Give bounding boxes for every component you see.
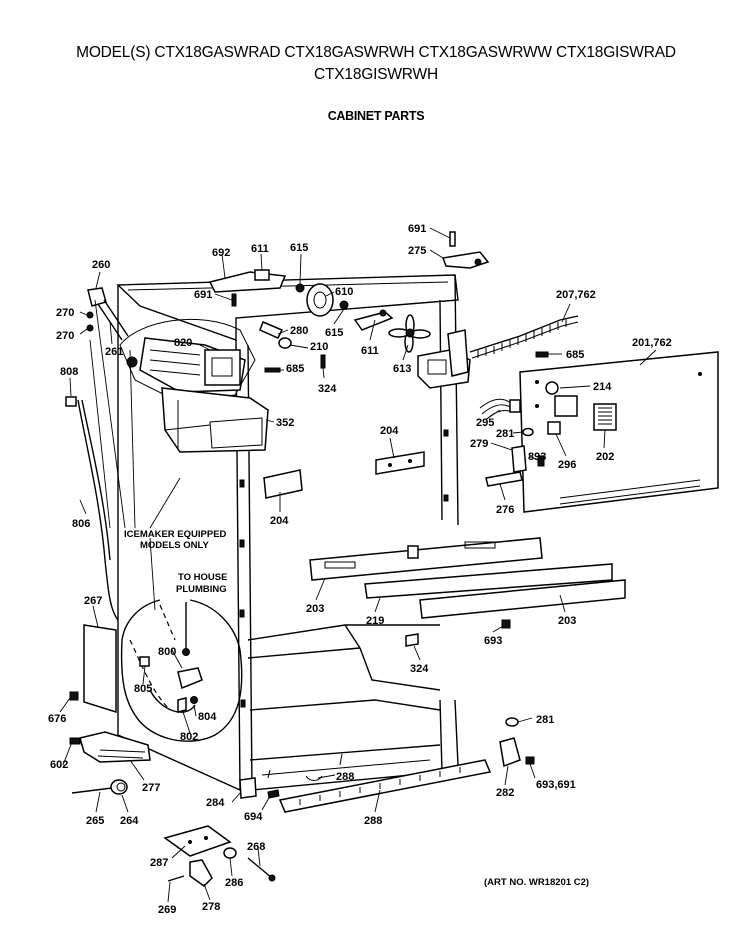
callout-203-right: 203 <box>558 615 576 627</box>
page-title: CABINET PARTS <box>327 109 425 123</box>
callout-691: 691 <box>408 223 426 235</box>
callout-207-762: 207,762 <box>556 289 596 301</box>
callout-287: 287 <box>150 857 168 869</box>
callout-278: 278 <box>202 901 220 913</box>
model-list: MODEL(S) CTX18GASWRAD CTX18GASWRWH CTX18… <box>76 44 676 61</box>
callout-691-left: 691 <box>194 289 212 301</box>
callout-264: 264 <box>120 815 139 827</box>
callout-277: 277 <box>142 782 160 794</box>
callout-282: 282 <box>496 787 514 799</box>
callout-613: 613 <box>393 363 411 375</box>
callout-202: 202 <box>596 451 614 463</box>
callout-281-lower: 281 <box>536 714 554 726</box>
callout-685-right: 685 <box>566 349 584 361</box>
callout-295: 295 <box>476 417 494 429</box>
callout-324: 324 <box>318 383 337 395</box>
callout-693: 693 <box>484 635 502 647</box>
callout-281: 281 <box>496 428 514 440</box>
callout-610: 610 <box>335 286 353 298</box>
callout-201-762: 201,762 <box>632 337 672 349</box>
model-list-continued: CTX18GISWRWH <box>314 66 438 83</box>
bottom-parts <box>163 717 535 887</box>
callout-275: 275 <box>408 245 426 257</box>
callout-279: 279 <box>470 438 488 450</box>
callout-214: 214 <box>593 381 612 393</box>
callout-296: 296 <box>558 459 576 471</box>
callout-270: 270 <box>56 307 74 319</box>
callout-676: 676 <box>48 713 66 725</box>
callout-693-691: 693,691 <box>536 779 576 791</box>
callout-805: 805 <box>134 683 152 695</box>
callout-694: 694 <box>244 811 263 823</box>
callout-352: 352 <box>276 417 294 429</box>
callout-204: 204 <box>380 425 399 437</box>
icemaker-assembly <box>119 318 269 453</box>
callout-685: 685 <box>286 363 304 375</box>
callout-204-left: 204 <box>270 515 289 527</box>
leader-lines <box>59 227 657 903</box>
callout-692: 692 <box>212 247 230 259</box>
callout-219: 219 <box>366 615 384 627</box>
callout-267: 267 <box>84 595 102 607</box>
top-parts <box>208 231 490 373</box>
callout-893: 893 <box>528 451 546 463</box>
callout-808: 808 <box>60 366 78 378</box>
callout-611-right: 611 <box>361 345 379 357</box>
callout-615: 615 <box>290 242 308 254</box>
fan-blade <box>388 314 431 353</box>
callout-806: 806 <box>72 518 90 530</box>
callout-268: 268 <box>247 841 265 853</box>
callout-288: 288 <box>336 771 354 783</box>
callout-288-lower: 288 <box>364 815 382 827</box>
callout-820: 820 <box>174 337 192 349</box>
lower-left-parts <box>69 624 151 795</box>
callout-203: 203 <box>306 603 324 615</box>
callout-615-lower: 615 <box>325 327 343 339</box>
icemaker-note-line1: ICEMAKER EQUIPPED <box>124 529 227 540</box>
callout-261: 261 <box>105 346 123 358</box>
callout-labels: 691 275 692 611 615 610 691 280 615 210 … <box>48 223 672 916</box>
callout-265: 265 <box>86 815 104 827</box>
water-line <box>65 287 181 621</box>
callout-284: 284 <box>206 797 225 809</box>
plumbing-inset <box>120 599 243 742</box>
callout-270-lower: 270 <box>56 330 74 342</box>
callout-269: 269 <box>158 904 176 916</box>
callout-800: 800 <box>158 646 176 658</box>
art-number: (ART NO. WR18201 C2) <box>484 877 590 888</box>
callout-210: 210 <box>310 341 328 353</box>
callout-802: 802 <box>180 731 198 743</box>
right-side-parts <box>263 315 719 647</box>
callout-602: 602 <box>50 759 68 771</box>
callout-324-lower: 324 <box>410 663 429 675</box>
icemaker-note-line2: MODELS ONLY <box>140 540 209 551</box>
callout-260: 260 <box>92 259 110 271</box>
callout-611: 611 <box>251 243 269 255</box>
plumbing-note-line1: TO HOUSE <box>178 572 227 583</box>
callout-280: 280 <box>290 325 308 337</box>
notes: ICEMAKER EQUIPPED MODELS ONLY TO HOUSE P… <box>124 529 227 595</box>
callout-804: 804 <box>198 711 217 723</box>
callout-276: 276 <box>496 504 514 516</box>
callout-286: 286 <box>225 877 243 889</box>
plumbing-note-line2: PLUMBING <box>176 584 227 595</box>
